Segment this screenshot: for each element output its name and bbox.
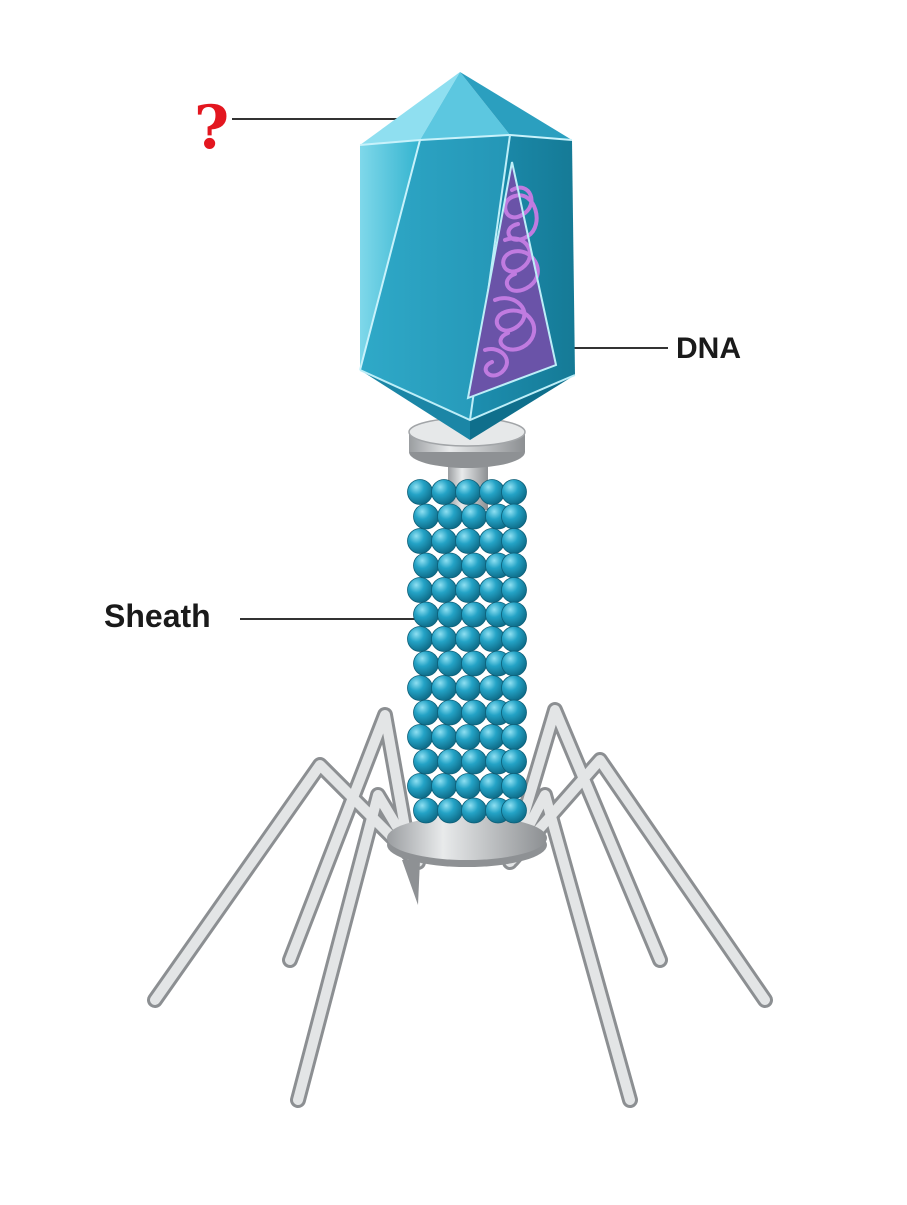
sheath-bead bbox=[501, 724, 527, 750]
sheath-bead bbox=[407, 528, 433, 554]
sheath-bead bbox=[407, 626, 433, 652]
sheath-bead bbox=[407, 773, 433, 799]
sheath-bead bbox=[413, 503, 439, 530]
sheath-bead bbox=[437, 699, 463, 726]
capsid-head bbox=[359, 72, 576, 440]
sheath-bead bbox=[431, 577, 457, 603]
sheath-bead bbox=[479, 675, 505, 701]
sheath-bead bbox=[501, 626, 527, 652]
tail-fibers bbox=[147, 702, 773, 1108]
sheath-bead bbox=[501, 577, 527, 603]
sheath-bead bbox=[455, 773, 481, 799]
dna-cutaway bbox=[468, 162, 556, 398]
dna-strand bbox=[483, 185, 540, 378]
sheath-bead bbox=[455, 479, 481, 505]
sheath-bead bbox=[501, 748, 527, 775]
sheath-bead bbox=[501, 479, 527, 505]
base-plate bbox=[387, 816, 547, 905]
sheath-bead bbox=[479, 626, 505, 652]
sheath-bead bbox=[461, 601, 487, 628]
sheath-bead bbox=[501, 528, 527, 554]
sheath-bead bbox=[437, 552, 463, 579]
sheath-bead bbox=[437, 748, 463, 775]
sheath-bead bbox=[479, 479, 505, 505]
sheath-bead bbox=[455, 675, 481, 701]
sheath-bead bbox=[501, 773, 527, 799]
sheath-bead bbox=[413, 699, 439, 726]
sheath-bead bbox=[461, 748, 487, 775]
sheath-bead bbox=[431, 675, 457, 701]
sheath-bead bbox=[407, 675, 433, 701]
sheath-bead bbox=[407, 577, 433, 603]
sheath-bead bbox=[501, 650, 527, 677]
sheath-bead bbox=[461, 552, 487, 579]
sheath-bead bbox=[501, 797, 527, 824]
sheath-bead bbox=[461, 650, 487, 677]
sheath-bead bbox=[431, 773, 457, 799]
sheath-bead bbox=[413, 797, 439, 824]
sheath-bead bbox=[413, 748, 439, 775]
sheath-bead bbox=[455, 528, 481, 554]
sheath-bead bbox=[413, 552, 439, 579]
sheath-bead bbox=[437, 797, 463, 824]
sheath-bead bbox=[501, 601, 527, 628]
sheath-bead bbox=[455, 626, 481, 652]
sheath-bead bbox=[431, 626, 457, 652]
sheath-bead bbox=[479, 724, 505, 750]
sheath-bead bbox=[501, 699, 527, 726]
dna-label: DNA bbox=[676, 332, 741, 365]
sheath-bead bbox=[431, 724, 457, 750]
sheath-bead bbox=[413, 601, 439, 628]
sheath-bead bbox=[431, 479, 457, 505]
sheath-bead bbox=[461, 797, 487, 824]
sheath-bead bbox=[455, 577, 481, 603]
sheath-bead bbox=[479, 577, 505, 603]
sheath-bead bbox=[461, 503, 487, 530]
sheath-bead bbox=[501, 503, 527, 530]
sheath-bead bbox=[455, 724, 481, 750]
unknown-structure-label: ? bbox=[194, 93, 230, 163]
sheath-bead bbox=[413, 650, 439, 677]
sheath-bead bbox=[407, 479, 433, 505]
sheath-bead bbox=[437, 650, 463, 677]
sheath-bead bbox=[437, 601, 463, 628]
sheath-bead bbox=[501, 552, 527, 579]
sheath-bead bbox=[437, 503, 463, 530]
sheath-bead bbox=[407, 724, 433, 750]
sheath-bead bbox=[431, 528, 457, 554]
sheath-bead bbox=[501, 675, 527, 701]
sheath-bead bbox=[479, 528, 505, 554]
sheath-label: Sheath bbox=[104, 598, 211, 634]
sheath-bead bbox=[461, 699, 487, 726]
sheath-bead bbox=[479, 773, 505, 799]
sheath bbox=[407, 479, 527, 824]
